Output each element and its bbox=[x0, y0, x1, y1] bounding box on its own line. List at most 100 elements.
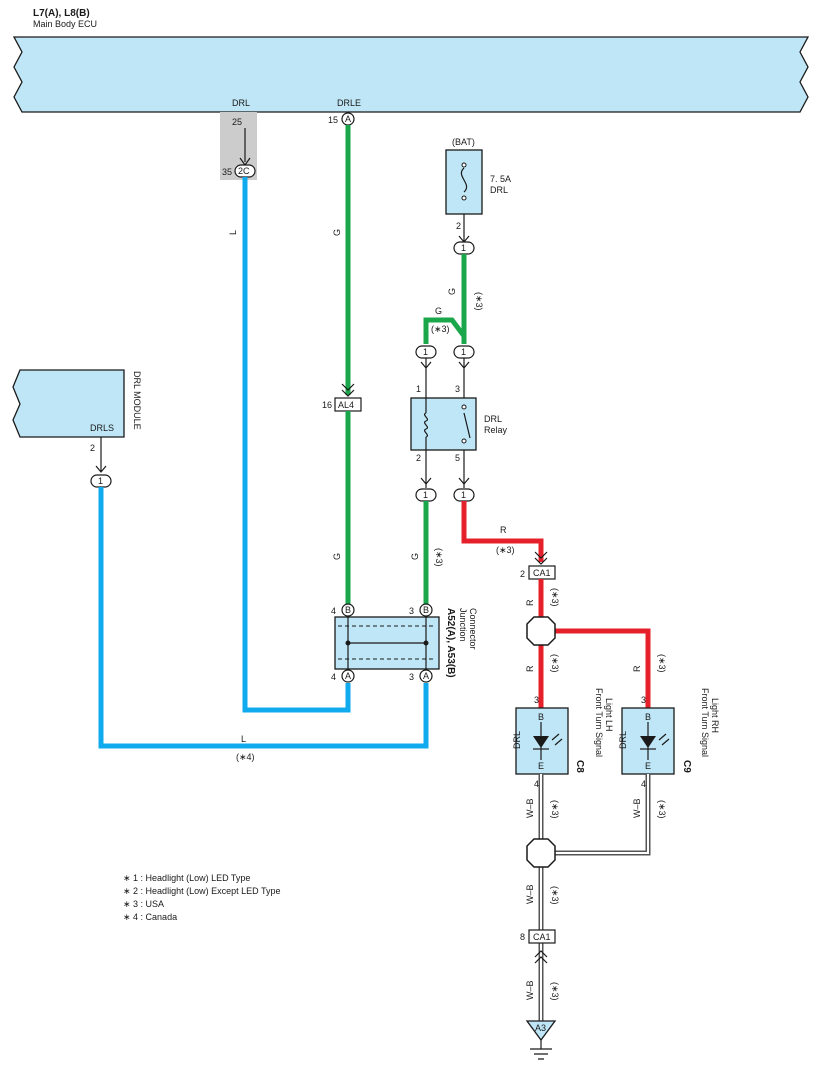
rh-b-label: B bbox=[645, 712, 651, 722]
wire-r-rh-note: (∗3) bbox=[657, 654, 667, 673]
rh-e-label: E bbox=[645, 761, 651, 771]
junction-b-left-label: B bbox=[345, 605, 351, 615]
connector-a-drle-label: A bbox=[345, 114, 351, 124]
wire-g-fuse-note: (∗3) bbox=[474, 292, 484, 311]
wire-r-relay-label: R bbox=[500, 525, 507, 535]
wire-g-relay-label: G bbox=[410, 553, 420, 560]
junction-a-right-label: A bbox=[423, 671, 429, 681]
ground-icon bbox=[530, 1048, 552, 1060]
relay-pin-3: 3 bbox=[455, 384, 460, 394]
ecu-connector-label: L7(A), L8(B) bbox=[33, 8, 90, 19]
relay-switch-icon bbox=[463, 412, 471, 439]
wire-l-module-note: (∗4) bbox=[236, 752, 255, 762]
wire-g-branch-note: (∗3) bbox=[431, 324, 450, 334]
lh-top-pin: 3 bbox=[534, 695, 539, 705]
relay-name2-label: Relay bbox=[484, 425, 508, 435]
fuse-source-label: (BAT) bbox=[452, 137, 475, 147]
junction-a-right bbox=[419, 669, 433, 683]
rh-bottom-pin: 4 bbox=[641, 779, 646, 789]
drl-module-arrow-icon bbox=[95, 465, 107, 473]
fuse-terminal-bottom bbox=[461, 195, 467, 201]
wire-r-splice-rh bbox=[555, 628, 651, 708]
junction-a-left-pin: 4 bbox=[331, 672, 336, 682]
junction-dashed-lines bbox=[338, 625, 436, 660]
lh-b-label: B bbox=[538, 712, 544, 722]
wire-g-branch-label: G bbox=[435, 306, 442, 316]
ground-a3-triangle bbox=[525, 1020, 557, 1042]
led-rh-rays-icon bbox=[658, 733, 670, 746]
lh-line2-label: Light LH bbox=[604, 698, 614, 732]
fuse-name-label: DRL bbox=[490, 185, 508, 195]
shade-pin-number: 35 bbox=[222, 167, 232, 177]
fuse-pin-number: 2 bbox=[456, 221, 461, 231]
wire-wb-lh-label: W–B bbox=[525, 798, 535, 818]
relay-contact-bottom bbox=[461, 438, 467, 444]
wire-r-ca1-note: (∗3) bbox=[550, 588, 560, 607]
junction-sub1-label: Junction bbox=[458, 608, 468, 642]
drle-pin-number: 15 bbox=[328, 115, 338, 125]
relay-connector-out-2-label: 1 bbox=[423, 490, 428, 500]
ground-a3-label: A3 bbox=[535, 1023, 546, 1033]
wire-l-module-label: L bbox=[241, 734, 246, 744]
fuse-box bbox=[445, 149, 483, 215]
drle-terminal-name: DRLE bbox=[337, 98, 361, 108]
note-4: ∗ 4 : Canada bbox=[123, 912, 177, 922]
wire-r-lh-note: (∗3) bbox=[550, 654, 560, 673]
wire-r-relay-ca1 bbox=[461, 501, 544, 562]
drl-module-name: DRL MODULE bbox=[132, 371, 142, 430]
wire-r-ca1-label: R bbox=[525, 599, 535, 606]
junction-a-left bbox=[341, 669, 355, 683]
drl-terminal-name: DRL bbox=[232, 98, 250, 108]
note-1: ∗ 1 : Headlight (Low) LED Type bbox=[123, 873, 250, 883]
wire-g-relay-note: (∗3) bbox=[434, 548, 444, 567]
junction-node-left bbox=[345, 640, 351, 646]
junction-a-left-label: A bbox=[345, 671, 351, 681]
wire-r-lh-label: R bbox=[525, 665, 535, 672]
relay-input-arrows-icon bbox=[420, 361, 470, 369]
drl-pin-number: 25 bbox=[232, 117, 242, 127]
relay-connector-in-3-label: 1 bbox=[461, 347, 466, 357]
lh-e-label: E bbox=[538, 761, 544, 771]
wire-l-label: L bbox=[228, 230, 238, 235]
wire-wb-rh-note: (∗3) bbox=[657, 800, 667, 819]
lh-bottom-pin: 4 bbox=[534, 779, 539, 789]
wire-wb-mid-note: (∗3) bbox=[550, 886, 560, 905]
lh-code-label: C8 bbox=[574, 760, 585, 773]
fuse-icon bbox=[460, 167, 468, 193]
ca1-bottom-label: CA1 bbox=[533, 932, 551, 942]
drl-module-terminal: DRLS bbox=[90, 423, 114, 433]
main-body-ecu-box bbox=[12, 36, 810, 113]
lh-line1-label: Front Turn Signal bbox=[594, 688, 604, 757]
led-rh-icon bbox=[640, 736, 656, 748]
wire-g-label-top: G bbox=[332, 229, 342, 236]
relay-connector-in-1-label: 1 bbox=[423, 347, 428, 357]
drl-module-connector-label: 1 bbox=[98, 476, 103, 486]
wire-wb-rh-label: W–B bbox=[632, 798, 642, 818]
relay-pin-5: 5 bbox=[455, 453, 460, 463]
ecu-name-label: Main Body ECU bbox=[33, 19, 97, 29]
wire-r-rh-label: R bbox=[632, 665, 642, 672]
led-lh-icon bbox=[533, 736, 549, 748]
wire-l-drl bbox=[242, 177, 351, 713]
relay-output-arrows-icon bbox=[420, 477, 470, 485]
wire-g-branch bbox=[423, 317, 466, 344]
ca1-bottom-pin: 8 bbox=[520, 932, 525, 942]
ca1-top-label: CA1 bbox=[533, 568, 551, 578]
junction-node-right bbox=[423, 640, 429, 646]
wire-g-label-mid: G bbox=[332, 553, 342, 560]
note-3: ∗ 3 : USA bbox=[123, 899, 164, 909]
drl-module-pin: 2 bbox=[90, 443, 95, 453]
ca1-bottom-arrow-icon bbox=[534, 950, 548, 964]
rh-drl-label: DRL bbox=[618, 731, 628, 749]
lh-drl-label: DRL bbox=[512, 731, 522, 749]
relay-pin-2: 2 bbox=[416, 453, 421, 463]
wire-wb-bottom-note: (∗3) bbox=[550, 982, 560, 1001]
junction-b-left bbox=[341, 603, 355, 617]
relay-contact-top bbox=[461, 404, 467, 410]
relay-coil-icon bbox=[424, 398, 428, 450]
ca1-top-pin: 2 bbox=[520, 569, 525, 579]
rh-code-label: C9 bbox=[681, 760, 692, 773]
relay-pin-1: 1 bbox=[416, 384, 421, 394]
wire-r-relay-note: (∗3) bbox=[496, 545, 515, 555]
